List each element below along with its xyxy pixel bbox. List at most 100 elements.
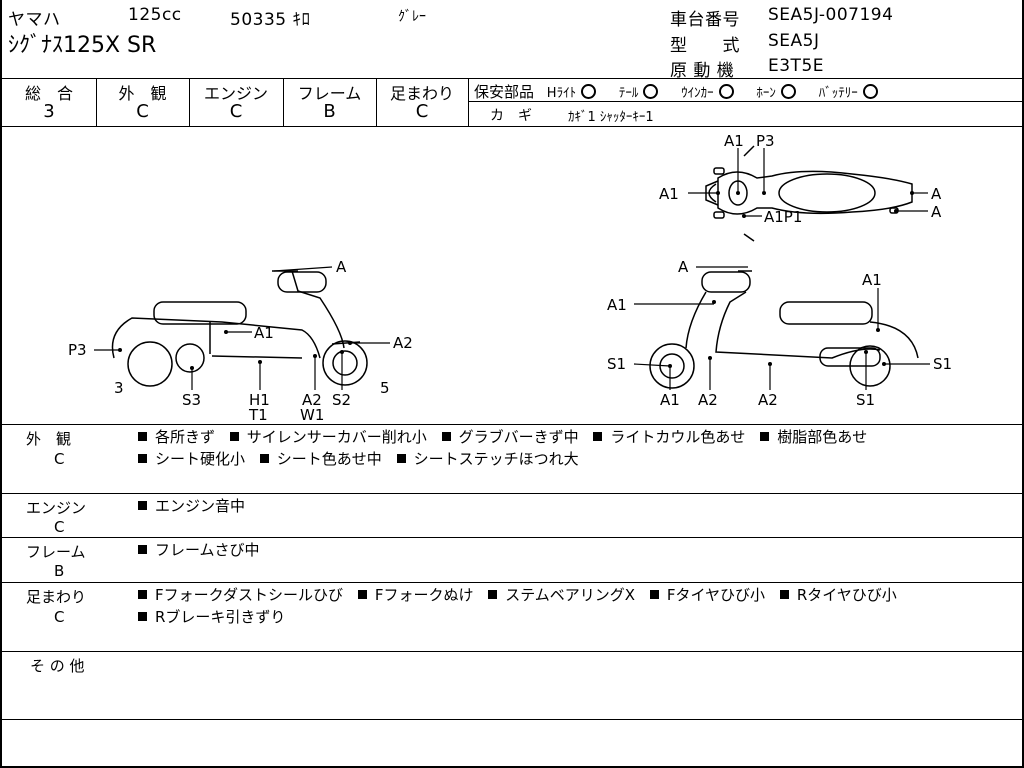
divider	[2, 493, 1024, 494]
diagram-label: S1	[607, 355, 626, 373]
divider	[468, 78, 469, 126]
engine-value: E3T5E	[768, 56, 824, 76]
diagram-label: S3	[182, 391, 201, 409]
type-value: SEA5J	[768, 31, 820, 51]
diagram-label: A1	[607, 296, 627, 314]
left-view-leaders	[94, 266, 390, 390]
diagram-label: S1	[933, 355, 952, 373]
section-frame-notes: フレームさび中	[138, 539, 270, 561]
grade-suspension-label: 足まわり	[389, 84, 454, 103]
safety-item-winker: ｳｲﾝｶｰ	[681, 82, 734, 101]
diagram-label: A	[678, 258, 689, 276]
note-item: Fフォークダストシールひび	[155, 586, 344, 604]
note-item: シート色あせ中	[276, 450, 382, 468]
diagram-label: S2	[332, 391, 351, 409]
divider	[2, 651, 1024, 652]
safety-item-label: ｳｲﾝｶｰ	[681, 86, 714, 101]
diagram-label: A	[931, 203, 942, 221]
grade-engine-label: エンジン	[203, 84, 268, 103]
grade-exterior-label: 外 観	[118, 84, 167, 103]
damage-diagram: A1 P3 A1 A A A1P1	[68, 132, 952, 424]
ok-circle-icon	[581, 84, 597, 99]
diagram-label: A2	[302, 391, 322, 409]
section-engine-title: エンジン	[26, 499, 87, 517]
ok-circle-icon	[780, 84, 796, 99]
diagram-label: W1	[300, 406, 324, 424]
diagram-label: 3	[114, 379, 124, 397]
bullet-square-icon	[593, 432, 603, 441]
bullet-square-icon	[259, 454, 269, 463]
type-label: 型 式	[670, 36, 740, 56]
right-view-leaders	[633, 266, 930, 390]
note-item: Fフォークぬけ	[374, 586, 474, 604]
note-item: Rタイヤひび小	[796, 586, 897, 604]
bullet-square-icon	[138, 454, 147, 463]
divider	[468, 101, 1024, 102]
note-item: ライトカウル色あせ	[610, 428, 746, 446]
diagram-label: A	[336, 258, 347, 276]
scooter-right-view	[649, 270, 919, 389]
bullet-square-icon	[138, 501, 147, 510]
note-item: グラブバーきず中	[458, 428, 579, 446]
diagram-label: A2	[758, 391, 778, 409]
color: ｸﾞﾚｰ	[398, 9, 426, 25]
displacement: 125cc	[128, 5, 182, 25]
diagram-label: S1	[856, 391, 875, 409]
top-view-leaders	[688, 148, 928, 217]
safety-item-tail: ﾃｰﾙ	[619, 82, 659, 101]
divider	[2, 719, 1024, 720]
safety-item-label: ﾎｰﾝ	[756, 86, 776, 101]
safety-parts-row: 保安部品 Hﾗｲﾄ ﾃｰﾙ ｳｲﾝｶｰ ﾎｰﾝ ﾊﾞｯﾃﾘｰ	[474, 81, 896, 102]
safety-item-label: Hﾗｲﾄ	[546, 86, 577, 101]
diagram-label: A1	[724, 132, 744, 150]
grade-exterior-value: C	[136, 101, 149, 122]
grade-frame-label: フレーム	[297, 84, 362, 103]
diagram-label: A1	[660, 391, 680, 409]
section-exterior-notes: 各所きず サイレンサーカバー削れ小 グラブバーきず中 ライトカウル色あせ 樹脂部…	[138, 426, 1018, 470]
diagram-label: T1	[248, 406, 268, 424]
right-view-markers	[668, 300, 886, 368]
diagram-label: A1P1	[764, 208, 802, 226]
key-label: カ ギ	[490, 108, 532, 124]
bullet-square-icon	[138, 545, 147, 554]
diagram-label: A	[931, 185, 942, 203]
note-item: 樹脂部色あせ	[777, 428, 868, 446]
bullet-square-icon	[138, 432, 147, 441]
note-item: シートステッチほつれ大	[413, 450, 579, 468]
ok-circle-icon	[718, 84, 734, 99]
bullet-square-icon	[779, 590, 789, 599]
frame-no-label: 車台番号	[670, 10, 740, 30]
diagram-label: P3	[68, 341, 87, 359]
diagram-label: P3	[756, 132, 775, 150]
diagram-label: A1	[254, 324, 274, 342]
divider	[2, 424, 1024, 425]
note-item: Rブレーキ引きずり	[155, 608, 286, 626]
safety-item-battery: ﾊﾞｯﾃﾘｰ	[819, 82, 878, 101]
divider	[2, 537, 1024, 538]
section-other-title: そ の 他	[30, 657, 85, 675]
safety-item-headlight: Hﾗｲﾄ	[546, 82, 597, 101]
frame-no: SEA5J-007194	[768, 5, 894, 25]
safety-item-label: ﾊﾞｯﾃﾘｰ	[818, 86, 858, 101]
bullet-square-icon	[396, 454, 406, 463]
grade-suspension-value: C	[415, 101, 429, 122]
bullet-square-icon	[138, 612, 147, 621]
bullet-square-icon	[229, 432, 239, 441]
diagram-label: H1	[249, 391, 270, 409]
grade-total-label: 総 合	[24, 84, 73, 103]
note-item: Fタイヤひび小	[666, 586, 766, 604]
note-item: エンジン音中	[155, 497, 246, 515]
diagram-label: A2	[393, 334, 413, 352]
section-suspension-notes: Fフォークダストシールひび Fフォークぬけ ステムベアリングX Fタイヤひび小 …	[138, 584, 1018, 628]
note-item: フレームさび中	[155, 541, 260, 559]
key-value: ｶｷﾞ1 ｼｬｯﾀｰｷｰ1	[568, 110, 654, 125]
ok-circle-icon	[862, 84, 878, 99]
engine-label: 原 動 機	[670, 61, 735, 81]
divider	[189, 78, 190, 126]
divider	[2, 126, 1024, 127]
safety-item-horn: ﾎｰﾝ	[756, 82, 796, 101]
section-exterior-title: 外 観	[26, 430, 72, 448]
bullet-square-icon	[441, 432, 451, 441]
note-item: 各所きず	[155, 428, 216, 446]
